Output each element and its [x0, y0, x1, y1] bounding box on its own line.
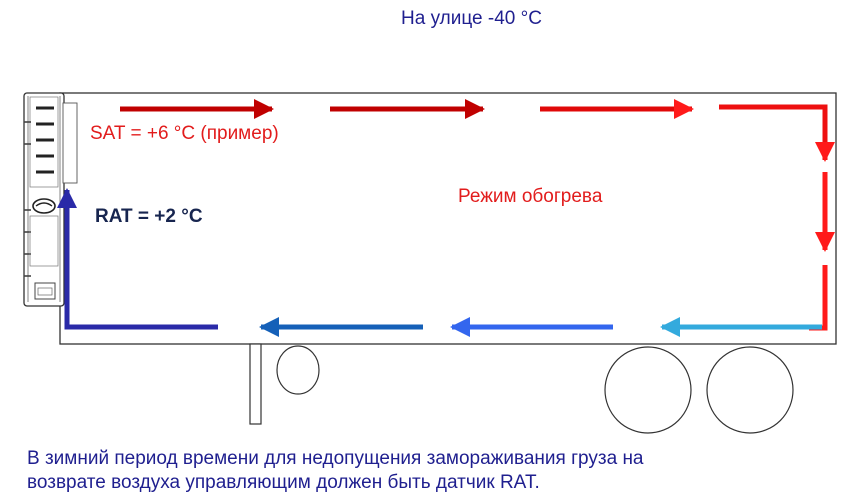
supply-air-arrow-corner [719, 104, 835, 163]
return-air-flow [57, 187, 822, 337]
rear-wheel-back [706, 346, 794, 434]
outside-temperature-label: На улице -40 °C [401, 8, 542, 29]
rear-wall-flow [809, 172, 835, 331]
rear-wheel-front [604, 346, 692, 434]
landing-gear [249, 343, 262, 425]
rear-wall-corner [809, 265, 828, 331]
caption: В зимний период времени для недопущения … [27, 447, 857, 495]
caption-line-1: В зимний период времени для недопущения … [27, 448, 644, 469]
supply-air-flow [120, 99, 835, 163]
caption-line-2: возврате воздуха управляющим должен быть… [27, 472, 540, 493]
sat-label: SAT = +6 °C (пример) [90, 123, 279, 144]
refrigeration-unit [23, 92, 78, 307]
rat-label: RAT = +2 °C [95, 206, 203, 227]
heating-mode-label: Режим обогрева [458, 186, 603, 207]
unit-logo-icon [32, 198, 56, 214]
small-wheel [276, 345, 320, 395]
return-air-arrow-unit [57, 187, 218, 330]
